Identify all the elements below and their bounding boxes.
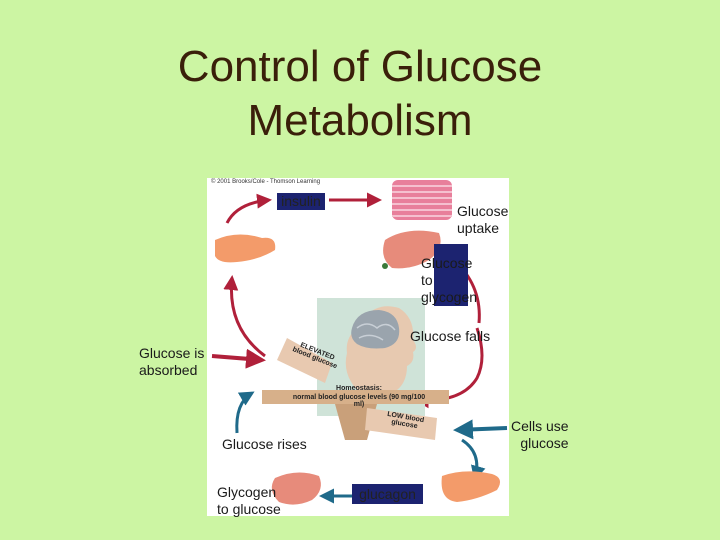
glucose-to-glycogen-line-3: glycogen [421, 289, 478, 305]
low-tag [365, 408, 437, 440]
insulin-label: insulin [277, 193, 325, 210]
glucose-rises-label: Glucose rises [222, 436, 307, 452]
glucose-absorbed-line-1: Glucose is [139, 345, 205, 361]
liver-icon-bottom [271, 472, 321, 505]
arrow-absorbed [211, 348, 266, 369]
seesaw-fulcrum [335, 404, 377, 440]
arrow-rises-up [235, 391, 255, 434]
pancreas-icon-top [215, 234, 276, 263]
copyright-text: © 2001 Brooks/Cole - Thomson Learning [211, 179, 321, 185]
glucagon-label: glucagon [352, 484, 423, 504]
glucose-to-glycogen-label: Glucose to glycogen [421, 255, 477, 306]
pancreas-icon-bottom [441, 471, 501, 502]
glucose-to-glycogen-box [434, 244, 468, 306]
glycogen-to-glucose-line-2: to glucose [217, 501, 281, 517]
glucose-diagram: © 2001 Brooks/Cole - Thomson Learning EL… [207, 178, 509, 516]
glucose-to-glycogen-line-2: to [421, 272, 433, 288]
brain-icon [351, 310, 400, 349]
diagram-artwork [211, 180, 508, 505]
title-line-1: Control of Glucose [177, 42, 543, 91]
arrow-elevated-to-pancreas [223, 275, 266, 358]
cells-use-line-1: Cells use [511, 418, 569, 434]
glucose-falls-label: Glucose falls [410, 328, 491, 344]
elevated-tag [277, 338, 332, 383]
muscle-icon [392, 180, 452, 220]
glucose-absorbed-label: Glucose is absorbed [139, 345, 204, 379]
cells-use-glucose-label: Cells use glucose [511, 418, 569, 452]
glucose-uptake-label: Glucose uptake [457, 203, 512, 237]
glycogen-to-glucose-label: Glycogen to glucose [217, 484, 281, 518]
glucose-absorbed-line-2: absorbed [139, 362, 198, 378]
liver-icon-top [383, 230, 441, 269]
homeostasis-label: Homeostasis: [336, 385, 382, 392]
glucose-to-glycogen-line-1: Glucose [421, 255, 473, 271]
cells-use-line-2: glucose [520, 435, 569, 451]
normal-levels-label: normal blood glucose levels (90 mg/100 m… [292, 394, 426, 408]
seesaw-board [262, 390, 449, 404]
glucose-uptake-text: Glucose uptake [457, 203, 509, 236]
arrow-pancreas-to-insulin [225, 193, 272, 224]
glycogen-to-glucose-line-1: Glycogen [217, 484, 277, 500]
title-line-2: Metabolism [247, 96, 473, 145]
slide-title: Control of Glucose Metabolism [0, 40, 720, 148]
arrow-cells-use [453, 419, 508, 440]
